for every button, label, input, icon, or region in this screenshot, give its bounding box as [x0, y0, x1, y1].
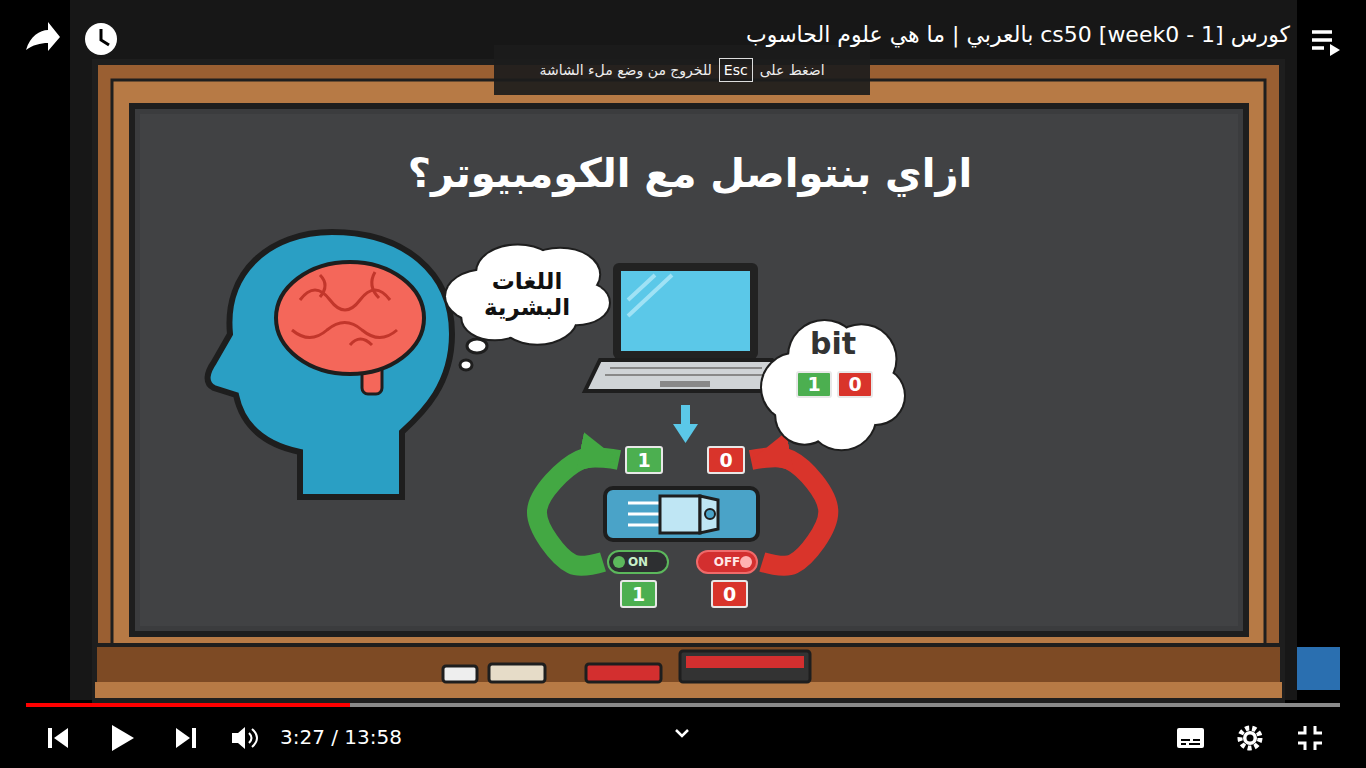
human-head	[208, 232, 452, 497]
top-bar-icons	[101, 29, 109, 45]
channel-logo	[1297, 647, 1340, 690]
transistor-symbol	[705, 509, 715, 519]
off-switch: OFF	[696, 550, 759, 574]
state-one: 1	[620, 580, 657, 608]
progress-bar	[26, 703, 350, 707]
flow-arrow	[751, 457, 828, 565]
chalk-pieces	[489, 664, 545, 682]
bit-zero: 0	[837, 371, 873, 398]
thought-bubble-tail	[467, 339, 487, 353]
signal-zero-text: 0	[719, 449, 732, 471]
channel-logo	[1297, 647, 1340, 690]
top-bar-icons	[1312, 32, 1332, 48]
chalkboard	[95, 645, 1282, 697]
video-title: كورس cs50 [week0 - 1] بالعربي | ما هي عل…	[746, 22, 1290, 47]
laptop	[585, 360, 790, 391]
top-bar-icons	[85, 23, 117, 55]
switch-knob	[613, 556, 625, 568]
player-controls	[54, 728, 68, 748]
time-display: 3:27 / 13:58	[280, 725, 402, 749]
signal-one: 1	[625, 446, 663, 474]
player-controls	[112, 725, 134, 751]
flow-arrow	[537, 457, 619, 565]
progress-bar	[26, 703, 1340, 707]
bit-one-text: 1	[807, 373, 820, 395]
player-controls	[232, 727, 245, 749]
signal-one-text: 1	[637, 449, 650, 471]
player-controls	[1247, 735, 1254, 742]
background	[70, 0, 1297, 700]
state-zero: 0	[711, 580, 748, 608]
transistor-symbol	[605, 488, 758, 540]
chalk-pieces	[443, 651, 810, 682]
bit-cloud: bit 1 0	[762, 314, 904, 455]
top-bar-icons	[1330, 44, 1340, 56]
bit-cloud-text: bit	[810, 326, 856, 361]
chalk-pieces	[680, 651, 810, 682]
chalkboard	[95, 62, 1282, 700]
transistor-symbol	[628, 503, 662, 525]
tooltip-text: اضغط على	[760, 62, 825, 78]
chalkboard	[140, 114, 1238, 626]
state-one-text: 1	[632, 583, 645, 605]
bit-zero-text: 0	[848, 373, 861, 395]
down-arrow	[673, 424, 698, 443]
laptop	[660, 381, 710, 387]
chalkboard	[112, 80, 1265, 645]
tooltip-text: للخروج من وضع ملء الشاشة	[539, 62, 711, 78]
player-controls	[676, 730, 688, 736]
key-cap: Esc	[719, 58, 753, 82]
thought-cloud-text: اللغات البشرية	[470, 268, 585, 320]
player-controls	[1181, 740, 1200, 744]
thought-bubble-tail	[460, 339, 487, 370]
on-switch: ON	[607, 550, 669, 574]
switch-knob	[740, 556, 752, 568]
signal-zero: 0	[707, 446, 745, 474]
laptop	[621, 271, 750, 351]
transistor-symbol	[700, 496, 718, 533]
off-switch-text: OFF	[714, 555, 741, 569]
brain	[276, 262, 424, 374]
transistor-symbol	[660, 496, 700, 533]
human-head	[208, 232, 452, 497]
on-switch-text: ON	[628, 555, 648, 569]
chalkboard	[95, 682, 1282, 698]
fullscreen-tooltip: اضغط على Esc للخروج من وضع ملء الشاشة	[494, 45, 870, 95]
player-controls	[48, 725, 1322, 751]
down-arrow	[681, 405, 690, 425]
brain	[320, 272, 379, 345]
player-controls	[1243, 731, 1257, 745]
brain	[292, 323, 397, 338]
chalk-pieces	[686, 656, 804, 668]
player-controls	[1298, 726, 1322, 750]
brain	[276, 262, 424, 394]
player-controls	[1177, 728, 1204, 748]
transistor-symbol	[605, 488, 758, 540]
thought-bubble-tail	[460, 360, 472, 370]
progress-bar	[26, 703, 1340, 707]
player-controls	[176, 728, 190, 748]
laptop	[613, 263, 758, 359]
laptop	[605, 368, 767, 375]
player-controls	[192, 728, 196, 748]
down-arrow	[673, 405, 698, 443]
player-controls	[48, 728, 52, 748]
player-controls	[249, 729, 257, 747]
bit-one: 1	[796, 371, 832, 398]
chalkboard	[132, 106, 1246, 634]
board-heading: ازاي بنتواصل مع الكومبيوتر؟	[340, 150, 1040, 196]
laptop	[628, 275, 672, 316]
laptop	[585, 263, 790, 391]
chalk-pieces	[443, 666, 477, 682]
player-controls	[1240, 728, 1260, 748]
top-bar-icons	[26, 22, 60, 51]
chalkboard	[95, 62, 1282, 700]
chalk-pieces	[586, 664, 661, 682]
thought-cloud: اللغات البشرية	[446, 240, 609, 348]
state-zero-text: 0	[723, 583, 736, 605]
